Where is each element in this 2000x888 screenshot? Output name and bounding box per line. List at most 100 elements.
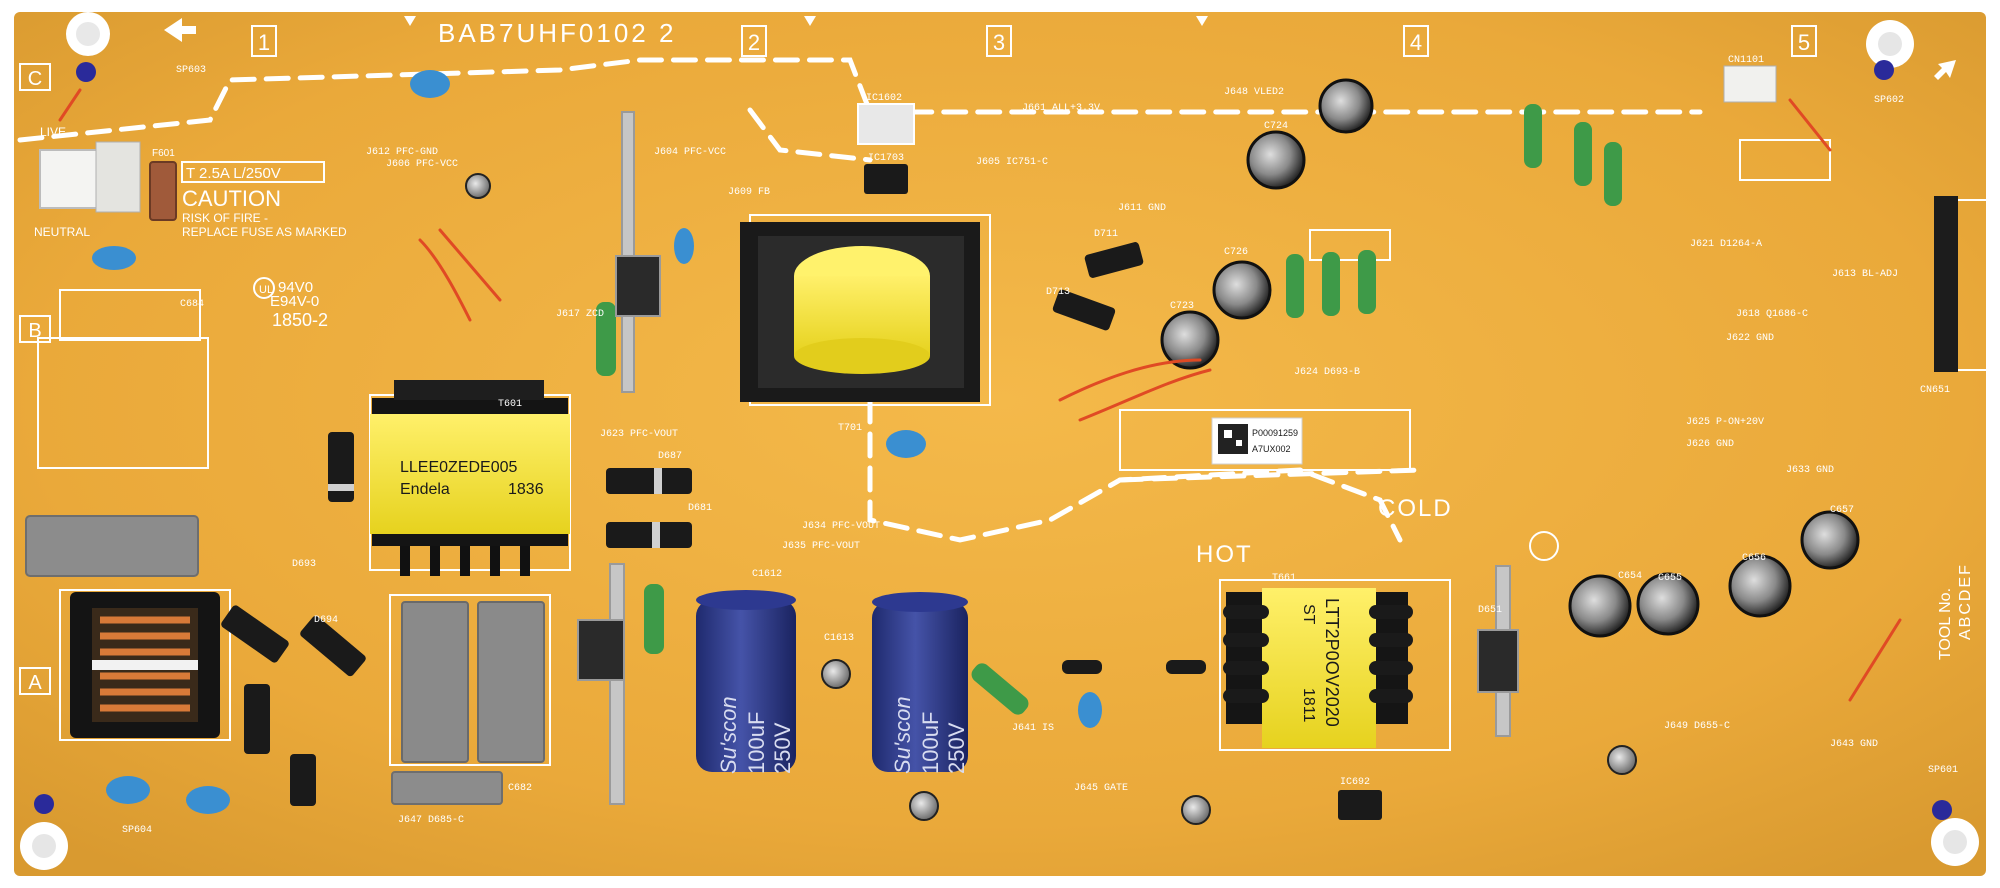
- qr-sticker: P00091259 A7UX002: [1211, 417, 1303, 465]
- cold-side-label: COLD: [1378, 495, 1453, 522]
- ref-j649: J649 D655-C: [1664, 721, 1730, 732]
- ref-d651: D651: [1478, 605, 1502, 616]
- zone-letter-c: C: [28, 68, 42, 90]
- svg-text:UL: UL: [259, 284, 273, 296]
- ref-c655: C655: [1658, 573, 1682, 584]
- ref-sp601: SP601: [1928, 765, 1958, 776]
- fuse-ref: F601: [152, 148, 175, 159]
- ref-c682: C682: [508, 783, 532, 794]
- flyback-transformer: [740, 222, 980, 402]
- ref-j604: J604 PFC-VCC: [654, 147, 726, 158]
- ref-j647: J647 D685-C: [398, 815, 464, 826]
- heatsinks: [577, 111, 1519, 805]
- bridge-capacitor-grey-right: [477, 601, 545, 763]
- ref-d694: D694: [314, 615, 338, 626]
- zone-letter-markers: C B A: [19, 63, 51, 695]
- ref-j641: J641 IS: [1012, 723, 1054, 734]
- capacitor-brand-left: Su'scon: [716, 696, 741, 774]
- ref-c726: C726: [1224, 247, 1248, 258]
- ac-input-connector: [39, 149, 103, 209]
- ref-sp604: SP604: [122, 825, 152, 836]
- diodes: [221, 242, 1206, 806]
- resistors: [596, 104, 1622, 715]
- ref-ic1602: IC1602: [866, 93, 902, 104]
- main-transformer: LLEE0ZEDE005 Endela 1836: [370, 380, 570, 576]
- ref-t601: T601: [498, 399, 522, 410]
- ref-j626: J626 GND: [1686, 439, 1734, 450]
- electrolytic-capacitors: [465, 78, 1860, 825]
- ref-j613: J613 BL-ADJ: [1832, 269, 1898, 280]
- zone-letter-b: B: [28, 320, 41, 342]
- fuse-warning-line2: REPLACE FUSE AS MARKED: [182, 225, 347, 239]
- zone-number-3: 3: [993, 30, 1005, 55]
- ul-line2: E94V-0: [270, 293, 319, 310]
- mounting-holes: [20, 12, 1979, 870]
- ref-cn651: CN651: [1920, 385, 1950, 396]
- transformer-standby-line1: LTT2P0OV2020: [1322, 598, 1342, 727]
- zone-number-2: 2: [748, 30, 760, 55]
- x-capacitor-grey: [25, 515, 199, 577]
- capacitor-voltage-left: 250V: [770, 722, 795, 774]
- ref-c724: C724: [1264, 121, 1288, 132]
- output-connector-cn651: [1934, 196, 1958, 372]
- ref-d711: D711: [1094, 229, 1118, 240]
- board-part-number: BAB7UHF0102 2: [438, 18, 676, 48]
- capacitor-value-right: 100uF: [918, 712, 943, 774]
- zone-number-5: 5: [1798, 30, 1810, 55]
- pb-free-icon: [1529, 531, 1559, 561]
- ref-d687: D687: [658, 451, 682, 462]
- tool-number-label: TOOL No.: [1937, 588, 1954, 660]
- ref-c654: C654: [1618, 571, 1642, 582]
- zone-letter-a: A: [28, 672, 42, 694]
- caution-label: CAUTION: [182, 186, 281, 211]
- transformer-main-line2: Endela: [400, 481, 450, 498]
- ref-sp603: SP603: [176, 65, 206, 76]
- bulk-capacitor-right: Su'scon 100uF 250V: [872, 592, 969, 774]
- ref-ic1703: IC1703: [868, 153, 904, 164]
- capacitor-brand-right: Su'scon: [890, 696, 915, 774]
- live-label: LIVE: [40, 125, 66, 139]
- ref-j612: J612 PFC-GND: [366, 147, 438, 158]
- ref-j617: J617 ZCD: [556, 309, 604, 320]
- ref-j618: J618 Q1686-C: [1736, 309, 1808, 320]
- arrow-icon: [164, 16, 1956, 80]
- zone-number-4: 4: [1410, 30, 1422, 55]
- bridge-capacitor-grey-left: [401, 601, 469, 763]
- ref-c1613: C1613: [824, 633, 854, 644]
- ceramic-capacitors: [92, 70, 1102, 814]
- common-mode-choke: [70, 592, 220, 738]
- sticker-line2: A7UX002: [1252, 444, 1291, 454]
- ref-j633: J633 GND: [1786, 465, 1834, 476]
- standby-transformer: LTT2P0OV2020 ST 1811: [1223, 588, 1413, 748]
- reference-labels: T601 T701 T661 CN651 CN1101 IC1602 IC170…: [122, 55, 1958, 836]
- ref-d681: D681: [688, 503, 712, 514]
- capacitor-value-left: 100uF: [744, 712, 769, 774]
- ref-d693: D693: [292, 559, 316, 570]
- connector-cn1101: [1723, 65, 1777, 103]
- ic-components: [857, 103, 1382, 820]
- ul-line1: 94V0: [278, 279, 313, 296]
- ref-j609: J609 FB: [728, 187, 770, 198]
- ref-c657: C657: [1830, 505, 1854, 516]
- ref-j611: J611 GND: [1118, 203, 1166, 214]
- ref-j606: J606 PFC-VCC: [386, 159, 458, 170]
- neutral-label: NEUTRAL: [34, 225, 90, 239]
- ref-j648: J648 VLED2: [1224, 87, 1284, 98]
- ref-j625: J625 P-ON+20V: [1686, 417, 1764, 428]
- ref-t661: T661: [1272, 573, 1296, 584]
- ref-cn1101: CN1101: [1728, 55, 1764, 66]
- small-grey-capacitor: [391, 771, 503, 805]
- screw-heads: [34, 60, 1952, 820]
- capacitor-voltage-right: 250V: [944, 722, 969, 774]
- ul-certification-mark: UL 94V0 E94V-0 1850-2: [253, 277, 328, 330]
- ref-sp602: SP602: [1874, 95, 1904, 106]
- ref-ic692: IC692: [1340, 777, 1370, 788]
- ref-c1612: C1612: [752, 569, 782, 580]
- hot-side-label: HOT: [1196, 541, 1253, 568]
- tool-number-letters: ABCDEF: [1957, 563, 1974, 640]
- ref-j621: J621 D1264-A: [1690, 239, 1762, 250]
- ref-j622: J622 GND: [1726, 333, 1774, 344]
- transformer-standby-line3: 1811: [1300, 688, 1317, 723]
- fuse-component: [149, 161, 177, 221]
